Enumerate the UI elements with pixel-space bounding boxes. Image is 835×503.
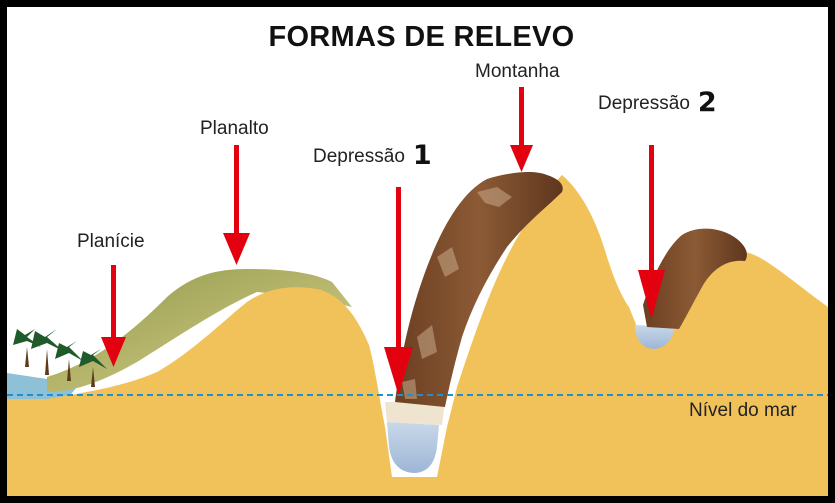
label-montanha: Montanha xyxy=(475,61,560,82)
label-depressao-2-number: 2 xyxy=(697,87,717,118)
label-depressao-2: Depressão 2 xyxy=(598,87,717,118)
label-depressao-1: Depressão 1 xyxy=(313,140,432,171)
arrow-montanha xyxy=(510,87,533,172)
label-depressao-2-text: Depressão xyxy=(598,93,690,114)
relief-illustration xyxy=(7,87,828,496)
label-depressao-1-text: Depressão xyxy=(313,146,405,167)
depression-2-basin xyxy=(635,325,675,349)
arrow-depressao-2 xyxy=(638,145,665,319)
depression-1-basin xyxy=(387,422,439,473)
arrow-planalto xyxy=(223,145,250,265)
palm-trees xyxy=(13,329,107,387)
mountain-rock xyxy=(395,172,563,407)
arrow-planicie xyxy=(101,265,126,367)
ground-surface xyxy=(7,175,828,496)
plateau-surface xyxy=(47,269,352,392)
label-planicie: Planície xyxy=(77,231,145,252)
label-depressao-1-number: 1 xyxy=(412,140,432,171)
mountain-rock-highlights xyxy=(402,187,512,399)
diagram-canvas: FORMAS DE RELEVO Planície Planalto Depre… xyxy=(7,7,828,496)
arrows xyxy=(101,87,665,395)
sea-water xyxy=(7,373,77,399)
depression-2-rock xyxy=(643,228,747,329)
label-nivel-do-mar: Nível do mar xyxy=(689,400,797,421)
label-planalto: Planalto xyxy=(200,118,269,139)
diagram-title: FORMAS DE RELEVO xyxy=(268,21,575,53)
arrow-depressao-1 xyxy=(384,187,413,395)
depression-1-rim xyxy=(385,402,445,425)
